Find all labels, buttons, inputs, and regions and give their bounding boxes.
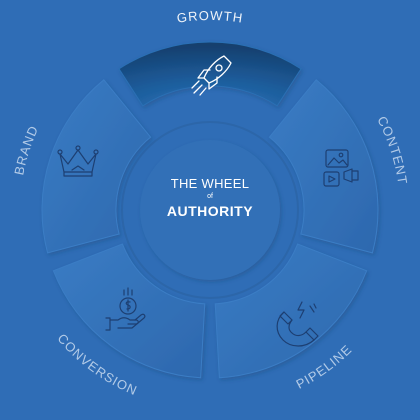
media-content-icon	[323, 149, 359, 187]
segment-conversion[interactable]	[52, 243, 206, 379]
center-title-authority: AUTHORITY	[166, 203, 254, 219]
segment-content[interactable]	[268, 79, 379, 254]
segment-growth[interactable]	[118, 41, 302, 107]
center-title-of: of	[207, 193, 213, 200]
segment-label-content: CONTENT	[374, 114, 410, 186]
segment-pipeline[interactable]	[214, 243, 368, 379]
segment-label-growth: GROWTH	[176, 8, 244, 26]
center-title-line1: THE WHEEL	[170, 176, 250, 191]
inner-ring	[121, 121, 299, 299]
rocket-icon	[191, 55, 232, 96]
crown-icon	[57, 145, 99, 177]
segment-brand[interactable]	[41, 79, 152, 254]
magnet-icon	[276, 301, 319, 347]
center-disc	[140, 140, 280, 280]
center-title: THE WHEEL of AUTHORITY	[150, 176, 270, 220]
segment-label-brand: BRAND	[11, 123, 41, 176]
money-hand-icon	[105, 287, 146, 331]
